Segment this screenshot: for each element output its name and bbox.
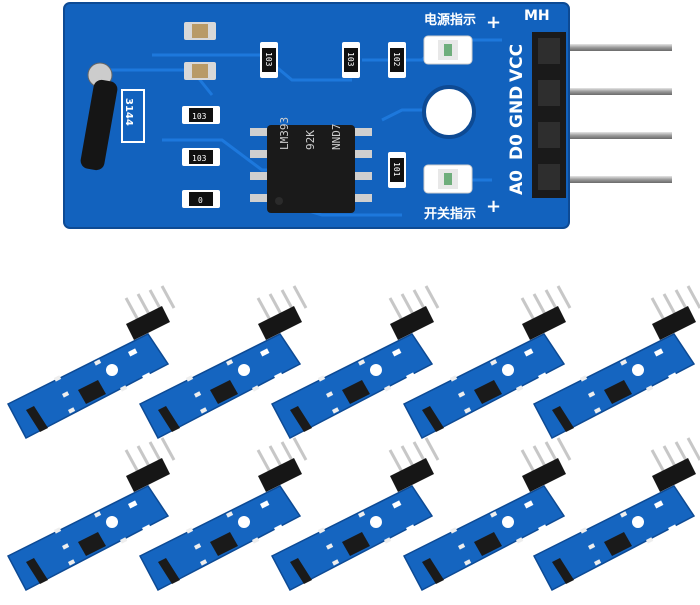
resistor-code: 103 <box>192 112 207 121</box>
pin-label-gnd: GND <box>507 86 527 128</box>
resistor-code: 101 <box>392 162 401 177</box>
chip-marking: LM393 <box>278 117 291 150</box>
chip-marking: NND7 <box>330 124 343 151</box>
header-mark: MH <box>524 8 550 24</box>
hall-sensor-3144: 3144 <box>80 62 145 171</box>
resistor-code: 102 <box>392 52 401 67</box>
pin-label-vcc: VCC <box>507 44 527 82</box>
pin-labels: VCC GND D0 A0 <box>507 44 527 195</box>
resistor-code: 103 <box>192 154 207 163</box>
header-pins <box>562 44 672 183</box>
chip-marking: 92K <box>304 130 317 150</box>
power-led <box>423 35 473 65</box>
pin-header <box>532 32 566 198</box>
power-indicator-label: 电源指示 <box>424 12 476 28</box>
resistor-code: 0 <box>198 196 203 205</box>
plus-sign: + <box>486 196 501 217</box>
sensor-silk-text: 3144 <box>123 98 134 126</box>
resistor-code: 103 <box>264 52 273 67</box>
mounting-hole <box>422 85 476 139</box>
pin-label-a0: A0 <box>507 170 527 195</box>
smd-resistors: 103 103 103 103 102 101 0 <box>182 42 406 208</box>
smd-capacitors <box>184 22 216 80</box>
switch-indicator-label: 开关指示 <box>424 206 476 222</box>
resistor-code: 103 <box>346 52 355 67</box>
lm393-chip: LM393 92K NND7 <box>250 117 372 213</box>
switch-led <box>423 164 473 194</box>
pin-label-d0: D0 <box>507 134 527 160</box>
plus-sign: + <box>486 12 501 33</box>
hall-sensor-module-closeup: 3144 103 103 103 103 102 <box>63 2 672 229</box>
